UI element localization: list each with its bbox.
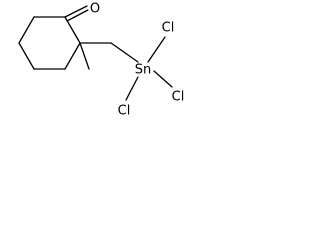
ch2-bond-2 [110,42,139,63]
sn-cl-bond-right [153,70,173,88]
tin-label: Sn [135,63,152,78]
sn-cl-bond-top [147,36,166,63]
chlorine-right-label: Cl [172,90,185,105]
oxygen-label: O [90,2,100,17]
sn-cl-bond-bottom [125,76,139,101]
ring-bond-6 [18,16,35,44]
chlorine-top-label: Cl [162,21,175,36]
methyl-bond [79,42,90,70]
carbonyl-bond-line-1 [64,5,88,18]
cyclohexane-ring [18,16,81,70]
ring-bond-3 [64,42,81,70]
ring-bond-5 [18,42,35,70]
carbonyl-double-bond [64,5,89,22]
chlorine-bottom-label: Cl [118,104,131,119]
chemical-structure-diagram: O Sn Cl Cl Cl [18,2,185,119]
carbonyl-bond-line-2 [66,9,89,22]
